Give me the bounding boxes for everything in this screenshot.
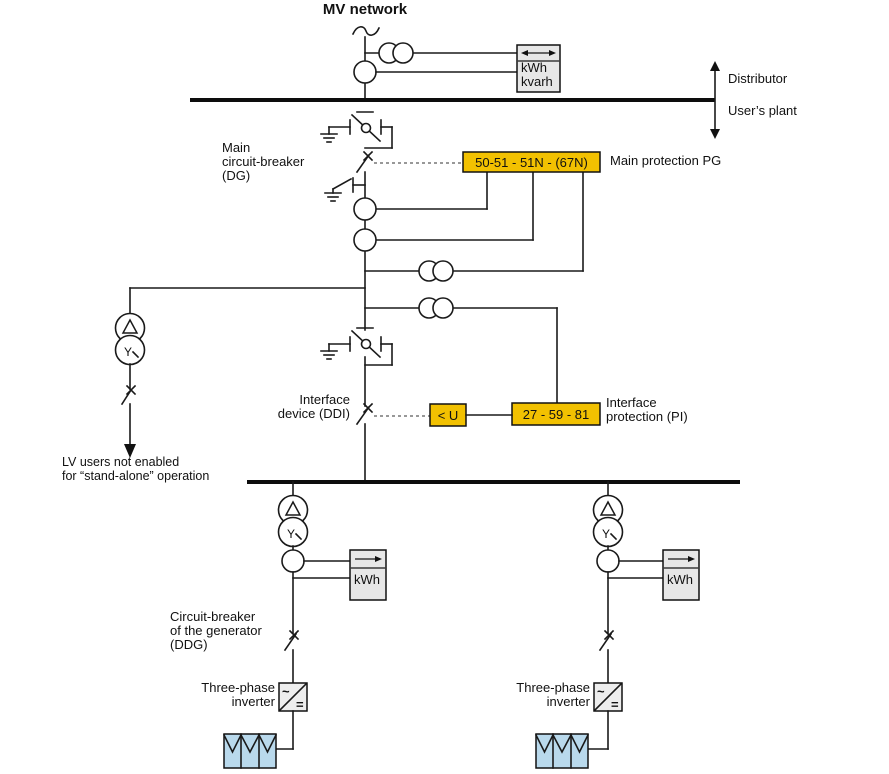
current-transformer-icon (378, 42, 414, 64)
ac-symbol: ~ (282, 684, 290, 699)
generator-transformer-symbol: Y (277, 494, 309, 548)
pv-array (222, 733, 278, 769)
current-transformer-icon (418, 297, 454, 319)
export-arrow-icon (668, 556, 695, 562)
voltage-transformer-icon (353, 60, 377, 84)
interface-protection-label: Interface protection (PI) (606, 395, 688, 424)
ground-icon (320, 126, 338, 143)
generator-breaker-symbol (283, 629, 300, 652)
main-energy-meter-box (516, 44, 561, 93)
lv-feeder-breaker-symbol (120, 384, 137, 406)
lv-transformer-symbol: Y (114, 312, 146, 366)
interface-device-label: Interface device (DDI) (277, 392, 350, 421)
generator-transformer-symbol: Y (592, 494, 624, 548)
main-protection-code: 50-51 - 51N - (67N) (475, 155, 588, 170)
inverter-symbol: ~ = (278, 682, 308, 712)
ring-sensor-icon (353, 197, 377, 221)
delta-winding-icon (121, 318, 139, 334)
earthing-switch-symbol (331, 177, 366, 193)
main-meter-kvarh: kvarh (521, 74, 553, 89)
page-title: MV network (322, 1, 408, 18)
generator-branch-right: Y ~ = (534, 481, 700, 769)
main-protection-label: Main protection PG (610, 153, 722, 168)
interface-protection-code: 27 - 59 - 81 (522, 407, 590, 422)
main-protection-box (462, 151, 601, 173)
boundary-double-arrow-icon (710, 61, 720, 139)
distributor-label: Distributor (728, 71, 788, 86)
inverter-symbol: ~ = (593, 682, 623, 712)
lv-feeder-arrow-icon (124, 444, 136, 458)
ring-sensor-icon (353, 228, 377, 252)
interface-protection-box (511, 402, 601, 426)
inverter-right-label: Three-phase inverter (516, 680, 590, 709)
wye-winding-icon: Y (287, 527, 295, 541)
hv-source-icon (351, 26, 381, 36)
export-arrow-icon (355, 556, 382, 562)
generator-breaker-symbol (598, 629, 615, 652)
generator-meter-box (662, 549, 700, 601)
ground-icon (320, 343, 338, 360)
interface-disconnector-symbol (328, 327, 393, 366)
main-breaker-label: Main circuit-breaker (DG) (222, 140, 305, 183)
users-plant-label: User’s plant (728, 103, 797, 118)
current-transformer-icon (418, 260, 454, 282)
delta-winding-icon (599, 500, 617, 516)
generator-meter-box (349, 549, 387, 601)
dc-symbol: = (296, 697, 304, 712)
pv-array (534, 733, 590, 769)
interface-device-symbol (355, 402, 374, 426)
lv-users-note: LV users not enabled for “stand-alone” o… (62, 455, 210, 483)
generator-meter-left-label: kWh (354, 572, 380, 587)
main-disconnector-symbol (328, 111, 393, 149)
main-meter-kwh: kWh (521, 60, 547, 75)
ring-sensor-icon (596, 549, 620, 573)
wye-winding-icon: Y (602, 527, 610, 541)
import-export-arrow-icon (521, 50, 556, 56)
ring-sensor-icon (281, 549, 305, 573)
generator-breaker-label: Circuit-breaker of the generator (DDG) (170, 609, 262, 652)
undervoltage-relay-code: < U (437, 408, 459, 423)
generator-meter-right-label: kWh (667, 572, 693, 587)
inverter-left-label: Three-phase inverter (201, 680, 275, 709)
main-circuit-breaker-symbol (355, 150, 374, 174)
generator-branch-left: Y ~ = (222, 481, 387, 769)
delta-winding-icon (284, 500, 302, 516)
dc-symbol: = (611, 697, 619, 712)
ground-icon (324, 188, 342, 202)
wye-winding-icon: Y (124, 345, 132, 359)
ac-symbol: ~ (597, 684, 605, 699)
